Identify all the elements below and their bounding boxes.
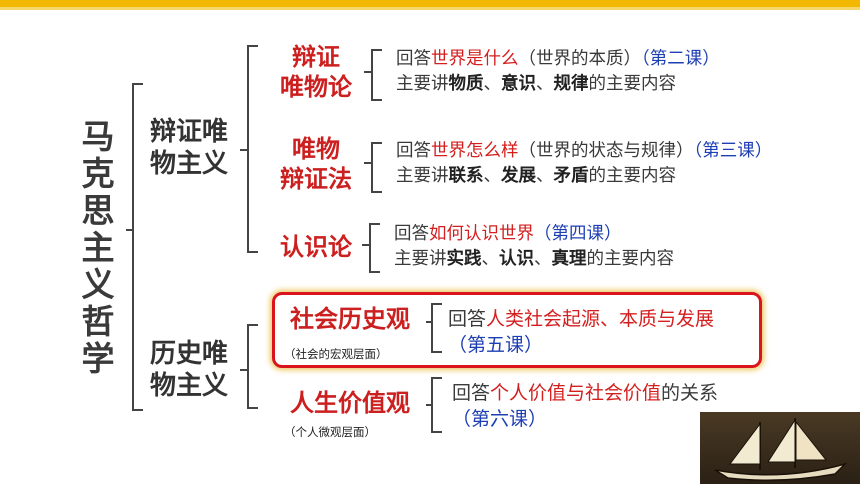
text-segment: 回答 (448, 308, 487, 330)
desc-line: 回答人类社会起源、本质与发展 (448, 306, 714, 332)
desc-lesson-2: 回答世界是什么（世界的本质）（第二课） 主要讲物质、意识、规律的主要内容 (396, 47, 720, 97)
desc-lesson-3: 回答世界怎么样（世界的状态与规律）（第三课） 主要讲联系、发展、矛盾的主要内容 (396, 139, 772, 189)
desc-line: （第五课） (448, 332, 714, 358)
desc-line: （第六课） (452, 406, 718, 432)
text-segment: 世界是什么 (431, 49, 519, 69)
root-node: 马克思主义哲学 (81, 117, 115, 378)
text-segment: 回答 (394, 224, 429, 244)
node-dialectical-materialism-theory: 辩证 唯物论 (280, 43, 352, 101)
text-segment: 世界怎么样 (431, 141, 519, 161)
text-segment: （第三课） (693, 141, 773, 161)
text-segment: （第四课） (534, 224, 622, 244)
desc-line: 主要讲实践、认识、真理的主要内容 (394, 247, 674, 272)
text-segment: 人类社会起源、本质与发展 (486, 308, 715, 330)
desc-line: 回答世界是什么（世界的本质）（第二课） (396, 47, 720, 72)
text-segment: 矛盾 (553, 166, 589, 186)
desc-line: 回答如何认识世界（第四课） (394, 222, 674, 247)
text-segment: 物质 (448, 74, 484, 94)
text-segment: 真理 (551, 249, 587, 269)
note-social-macro: （社会的宏观层面） (284, 347, 388, 361)
node-materialist-dialectics: 唯物 辩证法 (280, 135, 352, 193)
text-segment: 回答 (396, 141, 431, 161)
desc-line: 主要讲物质、意识、规律的主要内容 (396, 72, 720, 97)
text-segment: 规律 (553, 74, 589, 94)
desc-line: 回答世界怎么样（世界的状态与规律）（第三课） (396, 139, 772, 164)
text-segment: 发展 (501, 166, 536, 186)
highlight-frame (272, 292, 762, 368)
ship-image (700, 412, 860, 484)
desc-line: 回答个人价值与社会价值的关系 (452, 380, 718, 406)
text-segment: 如何认识世界 (429, 224, 534, 244)
desc-lesson-6: 回答个人价值与社会价值的关系 （第六课） (452, 380, 718, 432)
text-segment: 、 (536, 74, 554, 94)
text-segment: 实践 (446, 249, 482, 269)
text-segment: 的主要内容 (588, 166, 677, 186)
node-epistemology: 认识论 (280, 233, 352, 261)
text-segment: 的关系 (661, 382, 719, 404)
text-segment: （第五课） (448, 334, 544, 356)
text-segment: 、 (536, 166, 554, 186)
text-segment: （世界的状态与规律） (518, 141, 694, 161)
text-segment: 的主要内容 (588, 74, 677, 94)
node-social-history-view: 社会历史观 (290, 305, 410, 333)
top-accent-bar-light (0, 7, 860, 10)
desc-lesson-5: 回答人类社会起源、本质与发展 （第五课） (448, 306, 714, 358)
desc-lesson-4: 回答如何认识世界（第四课） 主要讲实践、认识、真理的主要内容 (394, 222, 674, 272)
text-segment: （第六课） (452, 408, 548, 430)
text-segment: 的主要内容 (586, 249, 675, 269)
node-historical-materialism: 历史唯 物主义 (150, 339, 229, 401)
text-segment: 、 (483, 74, 502, 94)
top-accent-bar (0, 0, 860, 7)
text-segment: 、 (481, 249, 500, 269)
text-segment: 个人价值与社会价值 (490, 382, 662, 404)
text-segment: （第二课） (641, 49, 720, 69)
text-segment: 联系 (448, 166, 484, 186)
text-segment: 主要讲 (394, 249, 447, 269)
text-segment: 回答 (452, 382, 491, 404)
text-segment: 回答 (396, 49, 431, 69)
text-segment: 主要讲 (396, 166, 449, 186)
text-segment: 、 (483, 166, 502, 186)
text-segment: 意识 (501, 74, 536, 94)
note-individual-micro: （个人微观层面） (284, 425, 376, 439)
sailboat-icon (714, 418, 848, 481)
text-segment: 主要讲 (396, 74, 449, 94)
node-life-value-view: 人生价值观 (290, 389, 410, 417)
node-dialectical-materialism: 辩证唯 物主义 (150, 117, 229, 179)
text-segment: 、 (534, 249, 552, 269)
desc-line: 主要讲联系、发展、矛盾的主要内容 (396, 164, 772, 189)
text-segment: 认识 (499, 249, 534, 269)
text-segment: （世界的本质） (518, 49, 642, 69)
